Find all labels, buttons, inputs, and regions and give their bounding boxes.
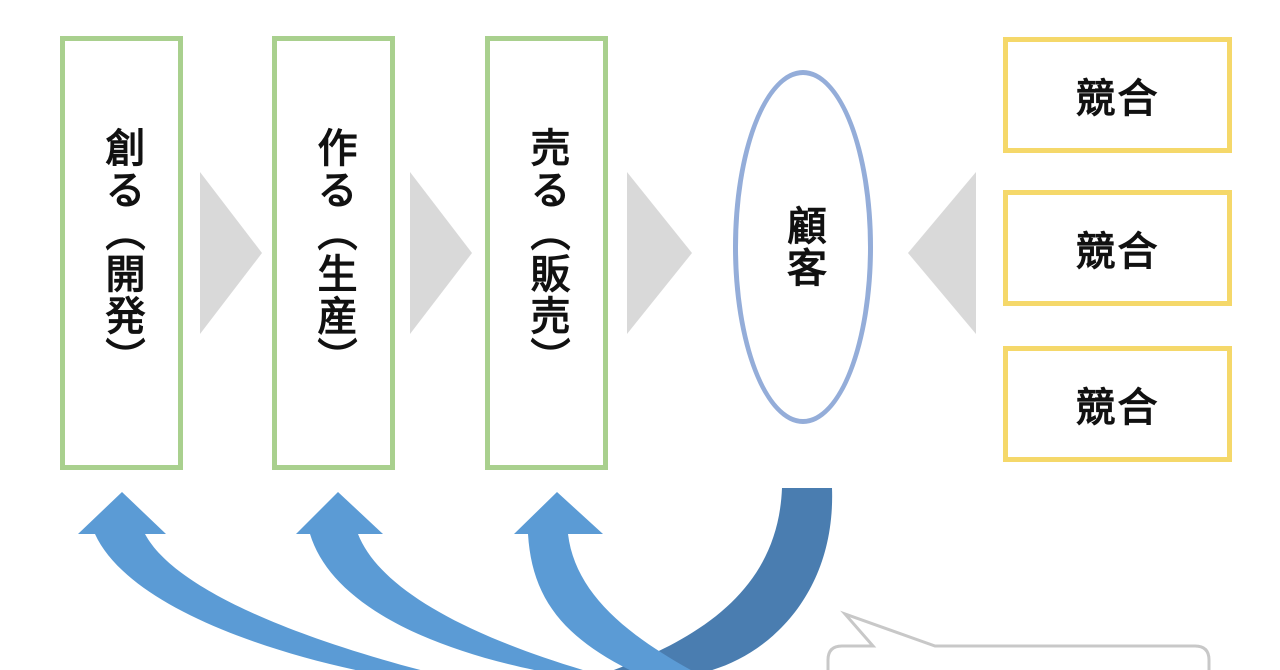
feedback-arrow-trunk bbox=[613, 488, 833, 670]
competitor-label: 競合 bbox=[1075, 385, 1160, 431]
competitor-label: 競合 bbox=[1075, 76, 1160, 122]
competitor-label: 競合 bbox=[1075, 229, 1160, 275]
speech-callout bbox=[826, 610, 1211, 670]
process-label-produce: 作る（生産） bbox=[310, 127, 357, 379]
feedback-arrows bbox=[78, 488, 833, 670]
feedback-arrow-sell bbox=[514, 492, 691, 670]
customer-label: 顧客 bbox=[780, 205, 826, 289]
chevron-right-icon bbox=[410, 172, 472, 334]
process-box-sell: 売る（販売） bbox=[485, 36, 608, 470]
process-box-develop: 創る（開発） bbox=[60, 36, 183, 470]
customer-ellipse: 顧客 bbox=[733, 70, 873, 424]
feedback-arrow-develop bbox=[78, 492, 421, 670]
process-label-develop: 創る（開発） bbox=[98, 127, 145, 379]
feedback-arrow-produce bbox=[296, 492, 584, 670]
process-box-produce: 作る（生産） bbox=[272, 36, 395, 470]
competitor-box: 競合 bbox=[1003, 190, 1232, 306]
chevron-right-icon bbox=[200, 172, 262, 334]
competitor-box: 競合 bbox=[1003, 346, 1232, 462]
chevron-right-icon bbox=[627, 172, 692, 334]
competitor-box: 競合 bbox=[1003, 37, 1232, 153]
chevron-left-icon bbox=[908, 172, 976, 334]
process-label-sell: 売る（販売） bbox=[523, 127, 570, 379]
